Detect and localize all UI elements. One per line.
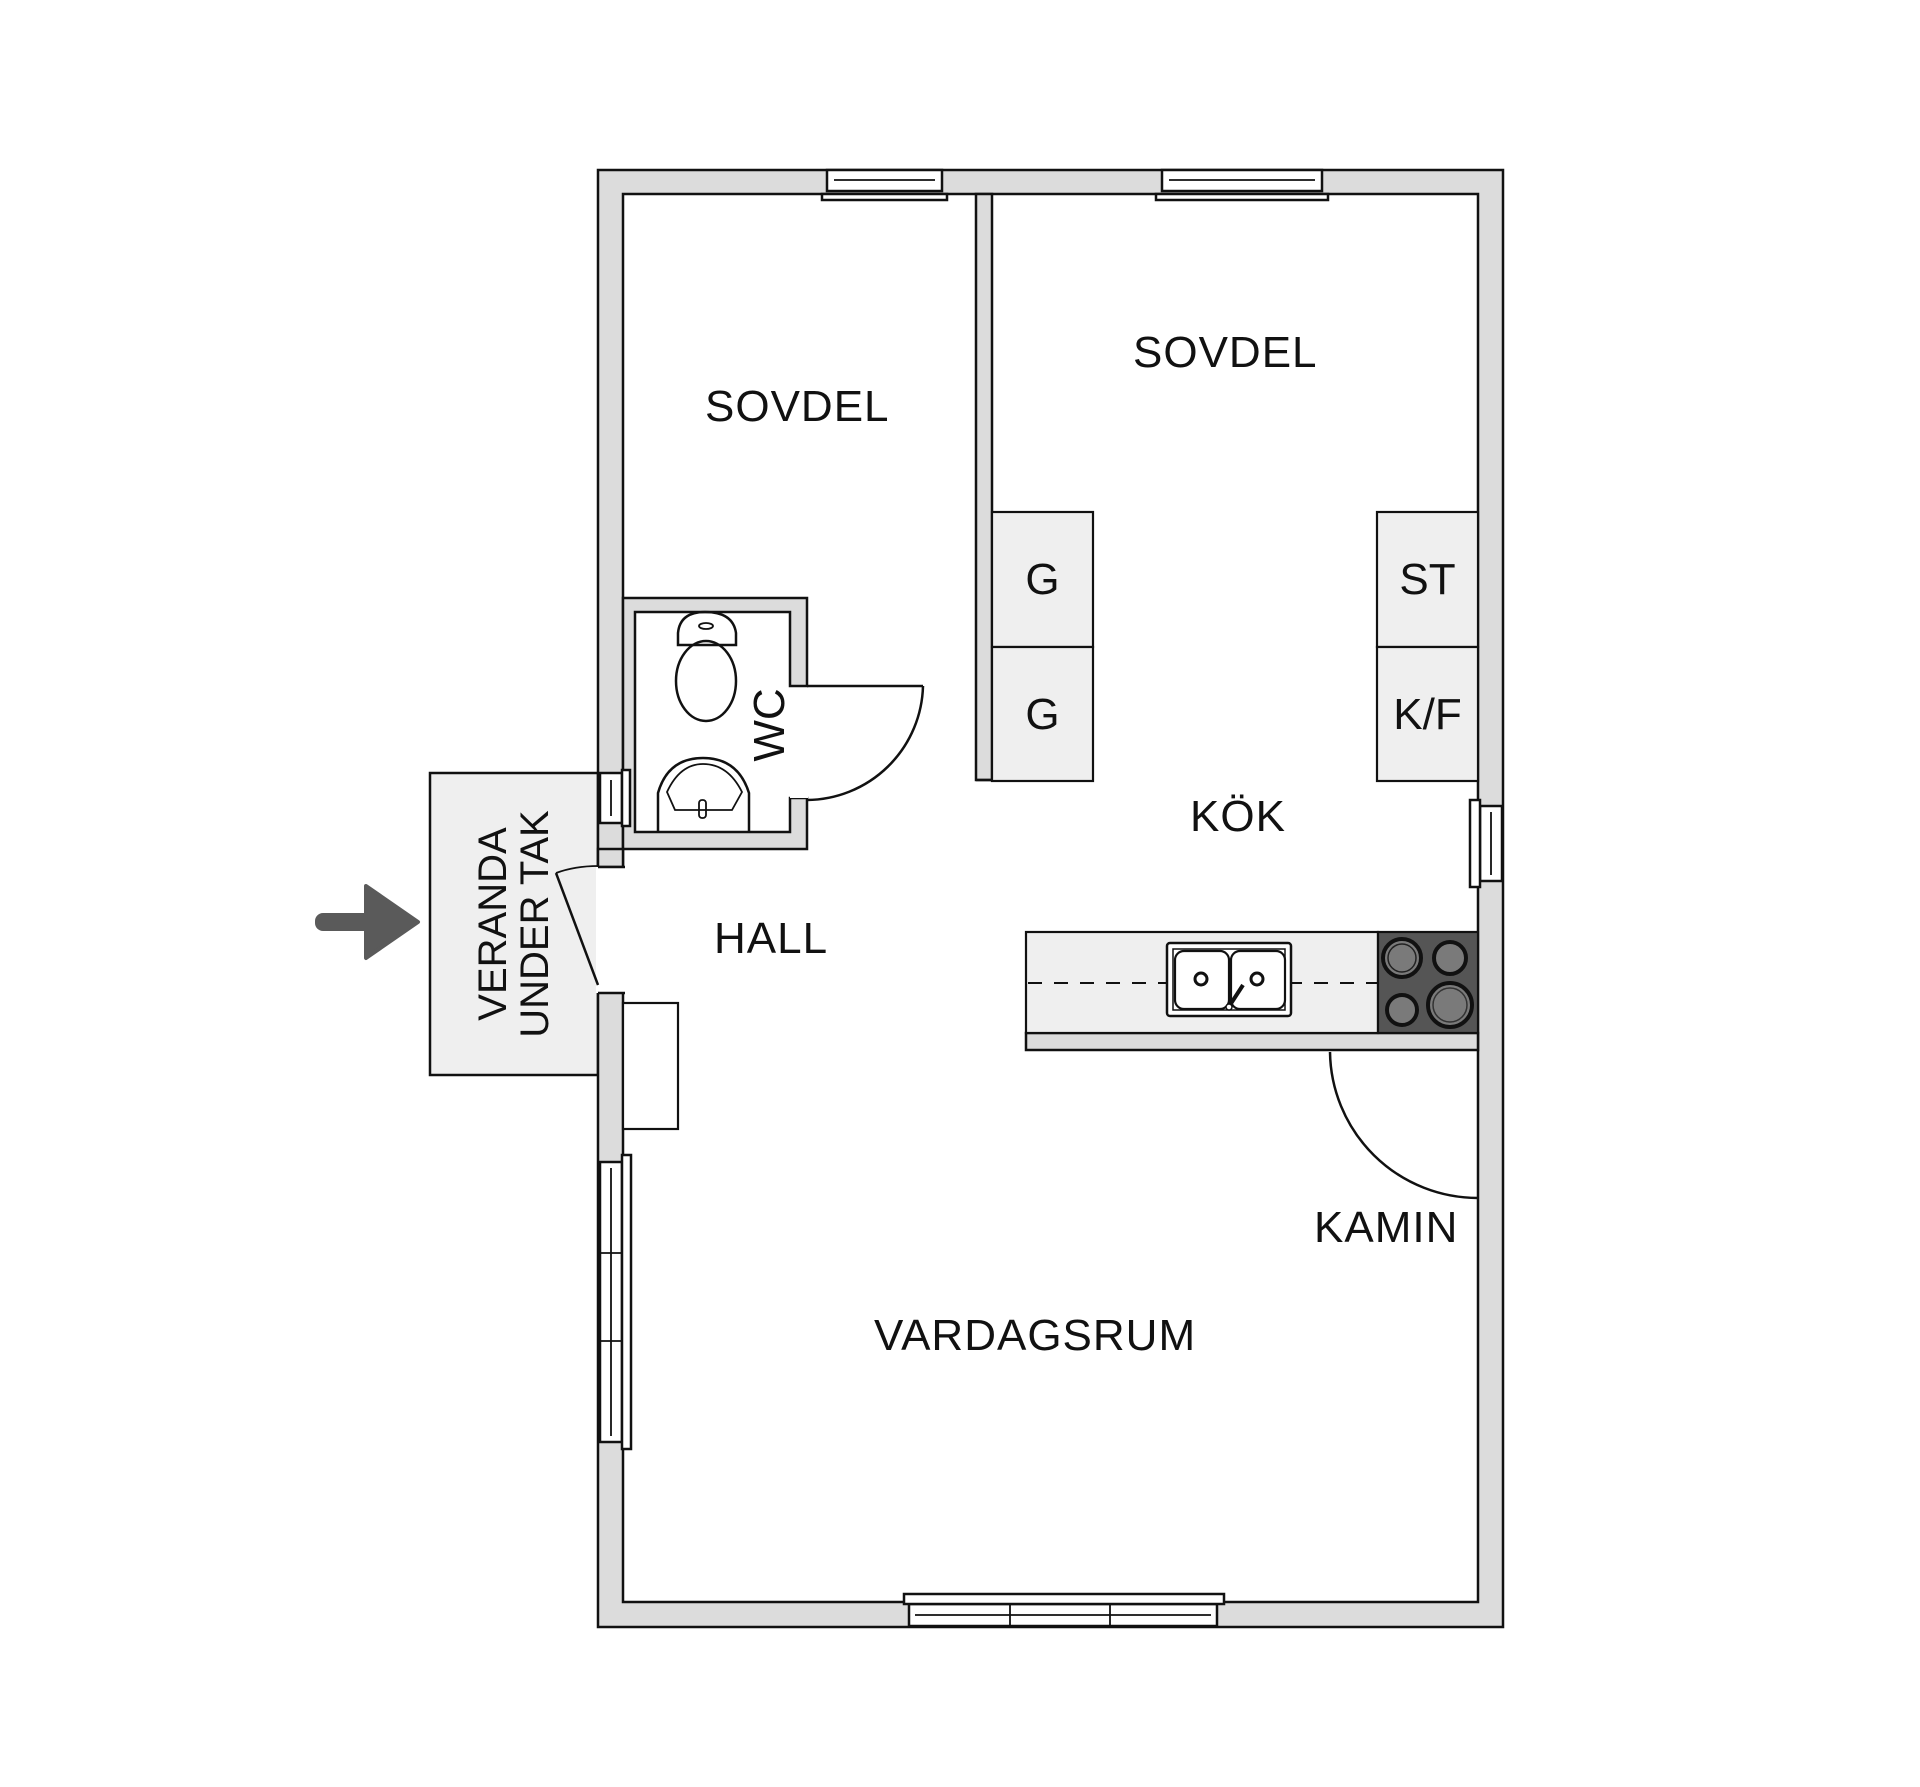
veranda-label-line1: VERANDA (471, 827, 515, 1021)
room-label-wc: WC (745, 688, 794, 762)
window-top-right (1154, 168, 1330, 202)
cabinet-g-1 (990, 510, 1095, 649)
stove-icon (1376, 930, 1480, 1035)
window-living-left (598, 1153, 633, 1451)
wc-sink-icon (656, 756, 751, 832)
cabinet-label-g-2: G (1025, 690, 1060, 739)
cabinet-label-kf: K/F (1393, 690, 1462, 739)
room-label-sovdel-left: SOVDEL (705, 382, 890, 431)
room-label-sovdel-right: SOVDEL (1133, 328, 1318, 377)
entry-door (554, 865, 625, 995)
room-label-kamin: KAMIN (1314, 1203, 1459, 1252)
cabinet-kf (1375, 645, 1480, 783)
cabinet-label-g-1: G (1025, 555, 1060, 604)
window-top-left (820, 168, 949, 202)
veranda-label: VERANDA UNDER TAK (430, 773, 598, 1075)
toilet-icon (674, 610, 738, 723)
window-wc (598, 768, 632, 828)
veranda (428, 771, 600, 1077)
room-label-kok: KÖK (1190, 792, 1286, 841)
cabinet-label-st: ST (1399, 555, 1456, 604)
kamin-door (1328, 1051, 1479, 1200)
entrance-arrow-icon (315, 884, 420, 960)
kitchen-sink-icon (1165, 941, 1293, 1018)
cabinet-g-2 (990, 645, 1095, 783)
hall-cabinet (621, 1001, 680, 1131)
room-label-hall: HALL (714, 914, 829, 963)
cabinet-st (1375, 510, 1480, 649)
wc-door (790, 684, 925, 802)
window-living-bottom (902, 1592, 1226, 1628)
room-label-vardagsrum: VARDAGSRUM (874, 1311, 1197, 1360)
window-kitchen (1468, 798, 1504, 889)
veranda-label-line2: UNDER TAK (513, 810, 557, 1038)
